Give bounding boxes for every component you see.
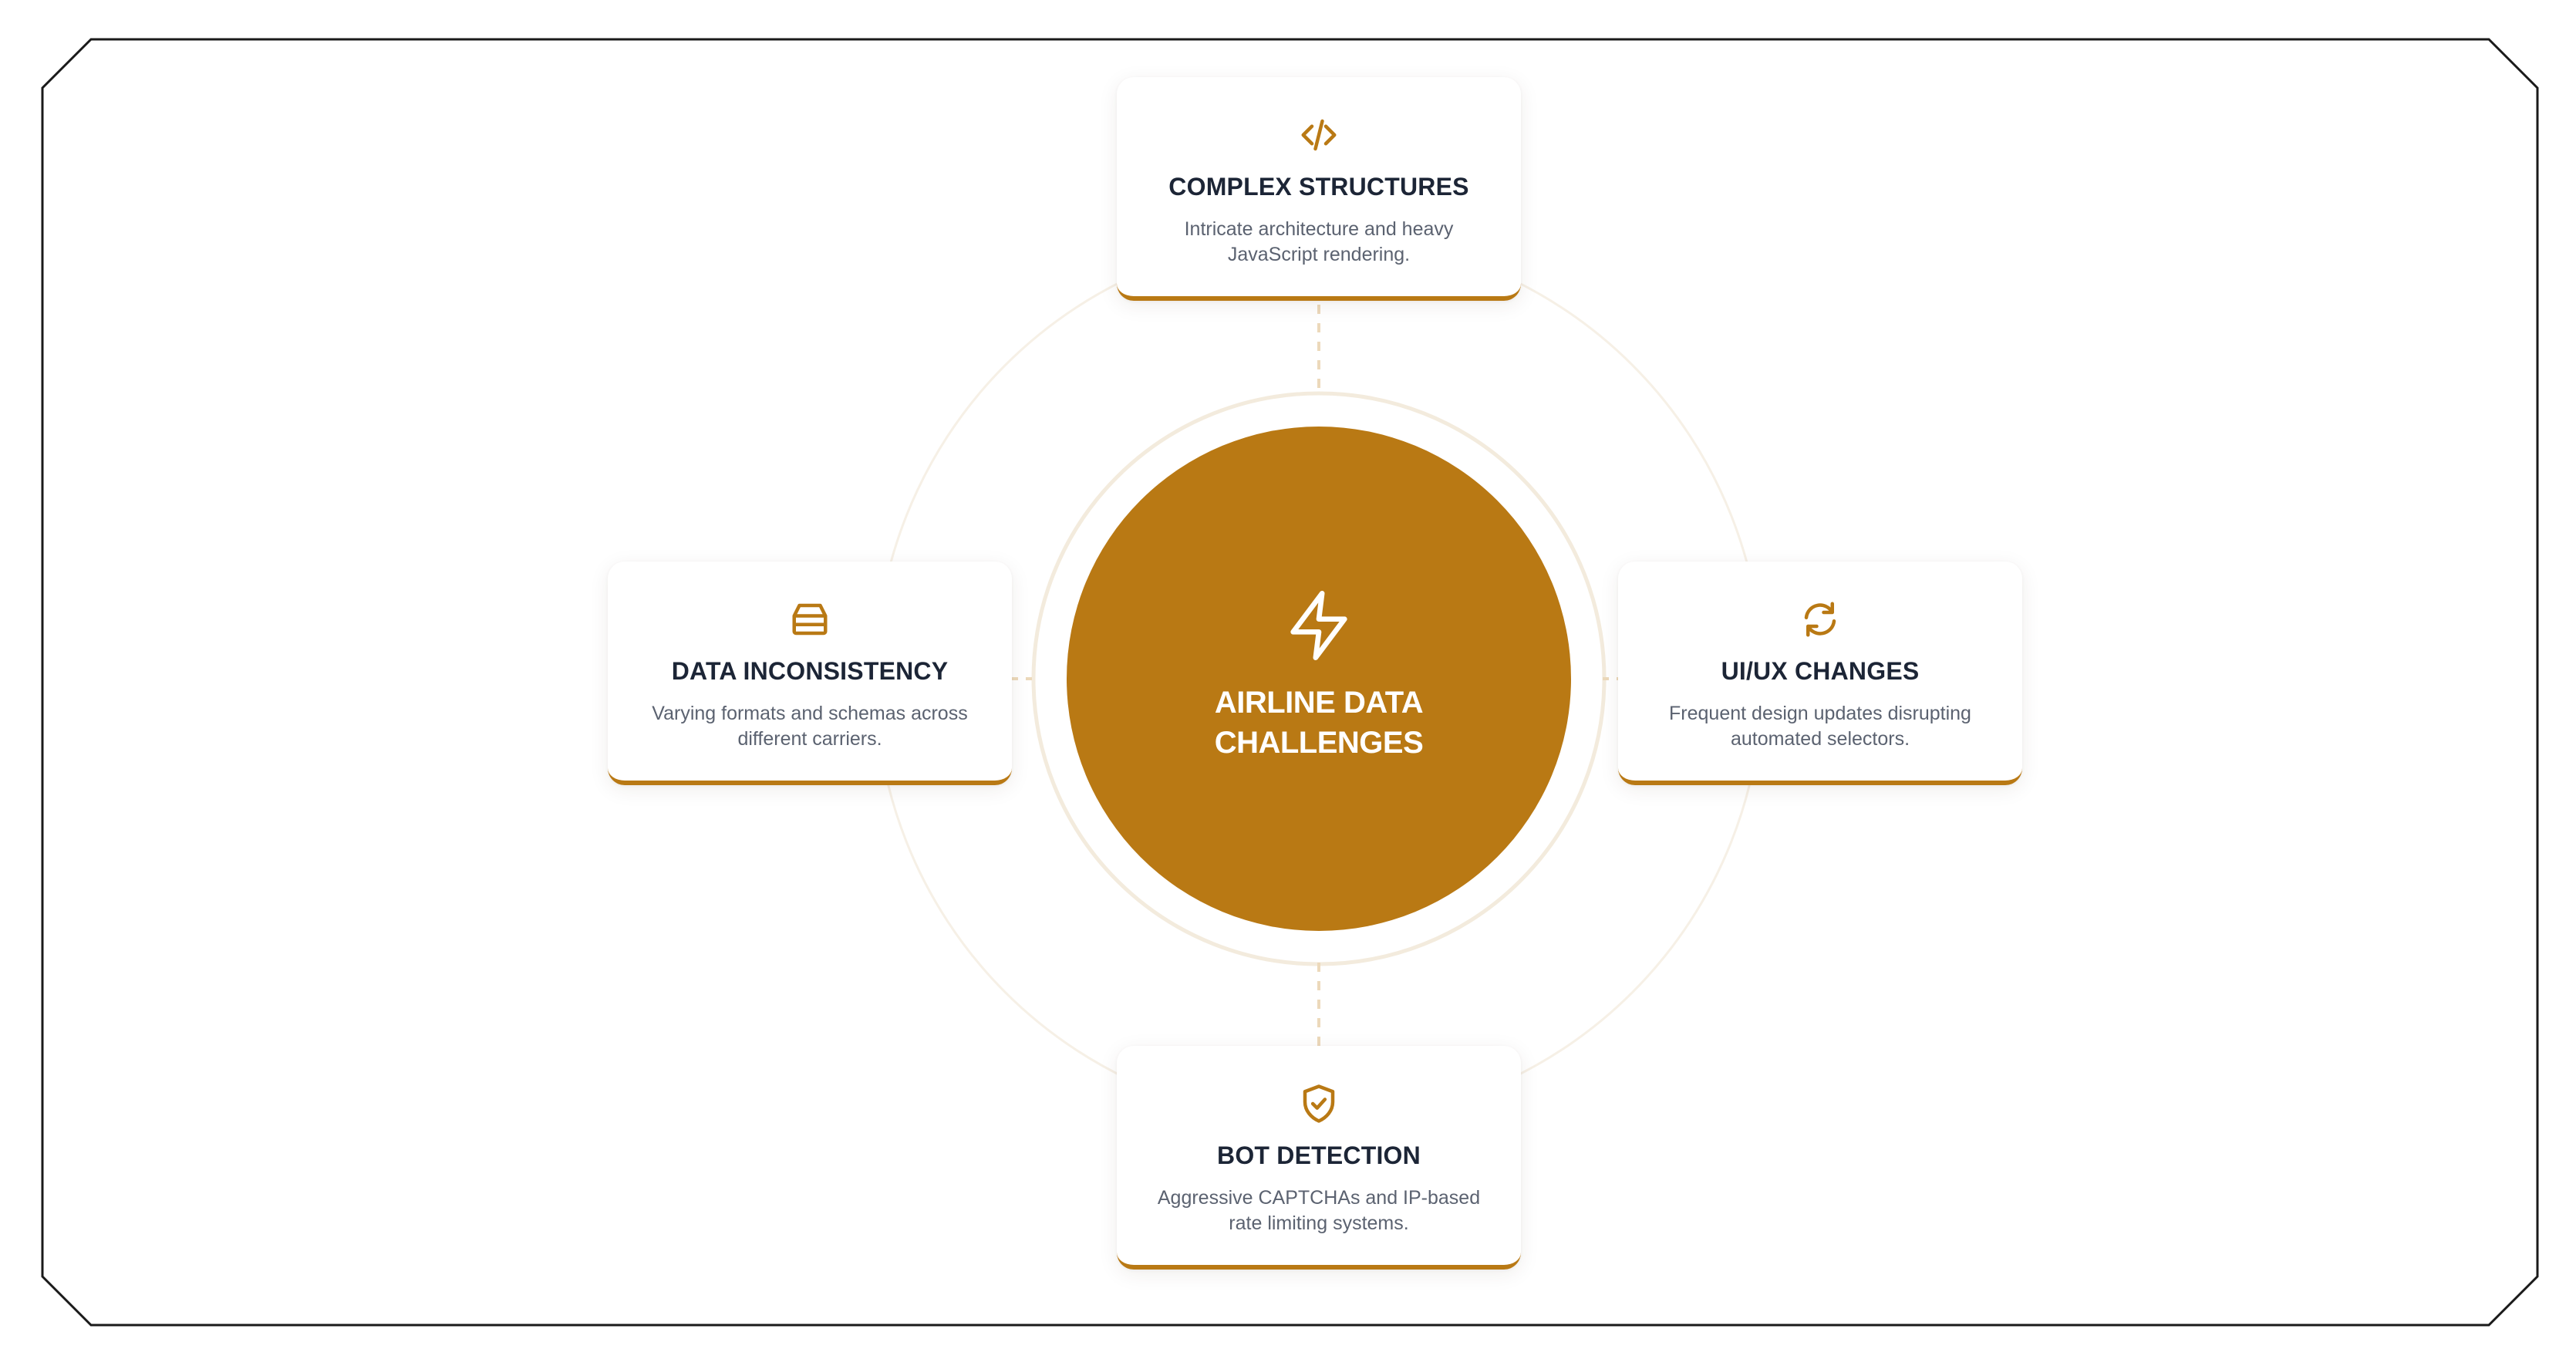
- card-description: Aggressive CAPTCHAs and IP-based rate li…: [1157, 1187, 1481, 1234]
- card-description: Intricate architecture and heavy JavaScr…: [1184, 218, 1454, 265]
- card-ui-ux-changes: UI/UX CHANGES Frequent design updates di…: [1618, 561, 2022, 785]
- center-hub: AIRLINE DATA CHALLENGES: [1067, 427, 1571, 931]
- code-icon: [1301, 119, 1337, 151]
- card-bot-detection: BOT DETECTION Aggressive CAPTCHAs and IP…: [1117, 1046, 1521, 1270]
- card-title: DATA INCONSISTENCY: [671, 657, 949, 685]
- archive-box-icon: [792, 603, 828, 636]
- card-title: BOT DETECTION: [1217, 1141, 1421, 1169]
- hub-title: AIRLINE DATA CHALLENGES: [1214, 686, 1424, 760]
- card-description: Varying formats and schemas across diffe…: [652, 703, 968, 750]
- lightning-bolt-icon: [1290, 591, 1347, 660]
- card-description: Frequent design updates disrupting autom…: [1669, 703, 1971, 750]
- card-complex-structures: COMPLEX STRUCTURES Intricate architectur…: [1117, 77, 1521, 301]
- refresh-icon: [1804, 602, 1836, 637]
- card-title: COMPLEX STRUCTURES: [1168, 173, 1469, 201]
- card-data-inconsistency: DATA INCONSISTENCY Varying formats and s…: [608, 561, 1012, 785]
- shield-check-icon: [1303, 1084, 1335, 1123]
- card-title: UI/UX CHANGES: [1721, 657, 1920, 685]
